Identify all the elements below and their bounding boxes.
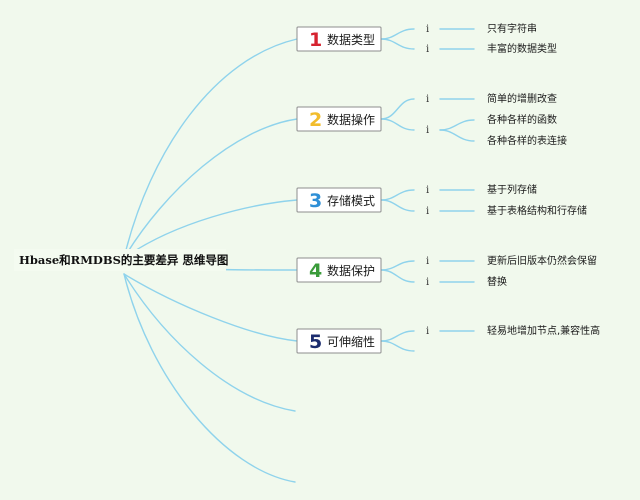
- connector-b5-leaf-1: [380, 330, 415, 342]
- branch-5[interactable]: 5 可伸缩性: [296, 328, 382, 354]
- connector-lines: [123, 28, 475, 483]
- connector-central-branch-3: [123, 199, 298, 259]
- connector-b2-leaf-2: [439, 119, 475, 131]
- branch-4[interactable]: 4 数据保护: [296, 257, 382, 283]
- branch-1-label: 数据类型: [327, 32, 375, 47]
- connector-b3-leaf-1: [380, 189, 415, 201]
- branch-1-number: 1: [309, 29, 322, 51]
- connector-b1-leaf-1: [380, 28, 415, 40]
- info-icon[interactable]: i: [426, 24, 429, 35]
- branch-5-label: 可伸缩性: [327, 334, 375, 349]
- branch-4-label: 数据保护: [327, 263, 375, 278]
- central-topic[interactable]: Hbase和RMDBS的主要差异 思维导图: [14, 249, 228, 271]
- connector-central-branch-2: [123, 118, 298, 259]
- branch-5-box: [296, 328, 382, 354]
- connector-b4-leaf-1: [380, 260, 415, 271]
- leaf-b2-3: 各种各样的表连接: [487, 134, 567, 147]
- central-topic-label: Hbase和RMDBS的主要差异 思维导图: [19, 253, 228, 267]
- branch-5-number: 5: [309, 331, 322, 353]
- leaf-b1-1: 只有字符串: [487, 22, 537, 35]
- leaf-b2-2: 各种各样的函数: [487, 113, 557, 126]
- branch-2-box: [296, 106, 382, 132]
- branch-1[interactable]: 1 数据类型: [296, 26, 382, 52]
- info-icon[interactable]: i: [426, 256, 429, 267]
- branch-4-box: [296, 257, 382, 283]
- connector-b4-leaf-2: [380, 269, 415, 283]
- branch-2[interactable]: 2 数据操作: [296, 106, 382, 132]
- branch-2-label: 数据操作: [327, 112, 375, 127]
- info-icon[interactable]: i: [426, 44, 429, 55]
- branch-4-number: 4: [309, 260, 322, 282]
- leaf-b3-2: 基于表格结构和行存储: [487, 204, 587, 217]
- branch-3-box: [296, 187, 382, 213]
- connector-central-extra-2: [123, 273, 296, 483]
- connector-b1-leaf-2: [380, 38, 415, 50]
- central-topic-box: [14, 249, 226, 271]
- connector-b5-tail: [380, 340, 415, 352]
- info-icon[interactable]: i: [426, 206, 429, 217]
- leaf-b4-2: 替换: [487, 275, 507, 288]
- leaf-b3-1: 基于列存储: [487, 183, 537, 196]
- connector-b2-leaf-1: [380, 98, 415, 120]
- connector-central-branch-1: [123, 38, 298, 259]
- info-icon[interactable]: i: [426, 94, 429, 105]
- leaf-b4-1: 更新后旧版本仍然会保留: [487, 254, 597, 267]
- branch-3[interactable]: 3 存储模式: [296, 187, 382, 213]
- connector-b2-leaf-group: [380, 118, 415, 131]
- branch-2-number: 2: [309, 109, 322, 131]
- branch-1-box: [296, 26, 382, 52]
- branch-3-label: 存储模式: [327, 193, 375, 208]
- connector-central-branch-5: [123, 273, 298, 342]
- connector-central-extra-1: [123, 273, 296, 412]
- branch-3-number: 3: [309, 190, 322, 212]
- info-icon[interactable]: i: [426, 185, 429, 196]
- info-icon[interactable]: i: [426, 125, 429, 136]
- leaf-b1-2: 丰富的数据类型: [487, 42, 557, 55]
- connector-b3-leaf-2: [380, 199, 415, 212]
- info-icon[interactable]: i: [426, 277, 429, 288]
- info-icon[interactable]: i: [426, 326, 429, 337]
- connector-b2-leaf-3: [439, 129, 475, 142]
- leaf-b2-1: 简单的增删改查: [487, 92, 557, 105]
- leaf-b5-1: 轻易地增加节点,兼容性高: [487, 324, 600, 337]
